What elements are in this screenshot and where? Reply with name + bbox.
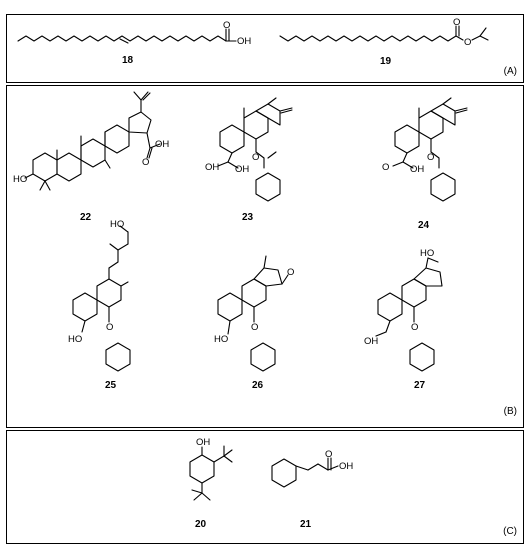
atom-oh-21: OH [339, 461, 353, 472]
compound-label-21: 21 [300, 519, 312, 530]
compound-label-23: 23 [242, 212, 254, 223]
atom-o-21: O [325, 449, 332, 460]
atom-o-19b: O [464, 37, 471, 48]
compound-label-25: 25 [105, 380, 117, 391]
atom-o-19a: O [453, 17, 460, 28]
atom-oh-27: OH [364, 336, 378, 347]
atom-o-25: O [106, 322, 113, 333]
compound-18-structure: O OH [17, 20, 251, 47]
atom-ho-22: HO [13, 174, 27, 185]
compound-label-27: 27 [414, 380, 426, 391]
atom-oh-18: OH [237, 36, 251, 47]
atom-o-18: O [223, 20, 230, 31]
atom-o-26a: O [287, 267, 294, 278]
compound-label-24: 24 [418, 220, 430, 231]
atom-oh-23a: OH [205, 162, 219, 173]
panel-a-label: (A) [503, 66, 517, 77]
compound-label-18: 18 [122, 55, 134, 66]
atom-o-27: O [411, 322, 418, 333]
compound-label-20: 20 [195, 519, 207, 530]
compound-23-structure: OH OH O [205, 97, 293, 202]
atom-o-24a: O [382, 162, 389, 173]
panel-b-label: (B) [503, 406, 517, 417]
atom-ho-27: HO [420, 248, 434, 259]
atom-o-24b: O [427, 152, 434, 163]
atom-o-22: O [142, 157, 149, 168]
atom-oh-24: OH [410, 164, 424, 175]
compound-21-structure: O OH [271, 449, 353, 488]
panel-c-label: (C) [503, 526, 517, 537]
atom-oh-23b: OH [235, 164, 249, 175]
compound-26-structure: O HO O [214, 255, 294, 372]
atom-o-26b: O [251, 322, 258, 333]
compound-20-structure: OH [189, 437, 233, 501]
compound-22-structure: OH O HO [13, 91, 169, 191]
compound-label-19: 19 [380, 56, 392, 67]
compound-25-structure: HO HO O [68, 219, 131, 372]
compound-label-22: 22 [80, 212, 92, 223]
atom-ho-25a: HO [110, 219, 124, 230]
atom-oh-22: OH [155, 139, 169, 150]
compound-24-structure: O OH O [382, 97, 468, 202]
compound-19-structure: O O [279, 17, 489, 48]
panel-b: (B) [6, 85, 524, 428]
compound-label-26: 26 [252, 380, 264, 391]
atom-ho-25b: HO [68, 334, 82, 345]
atom-oh-20: OH [196, 437, 210, 448]
panel-c: (C) [6, 430, 524, 544]
compound-27-structure: HO OH O [364, 248, 443, 372]
atom-ho-26: HO [214, 334, 228, 345]
atom-o-23: O [252, 152, 259, 163]
panel-a: (A) [6, 14, 524, 83]
